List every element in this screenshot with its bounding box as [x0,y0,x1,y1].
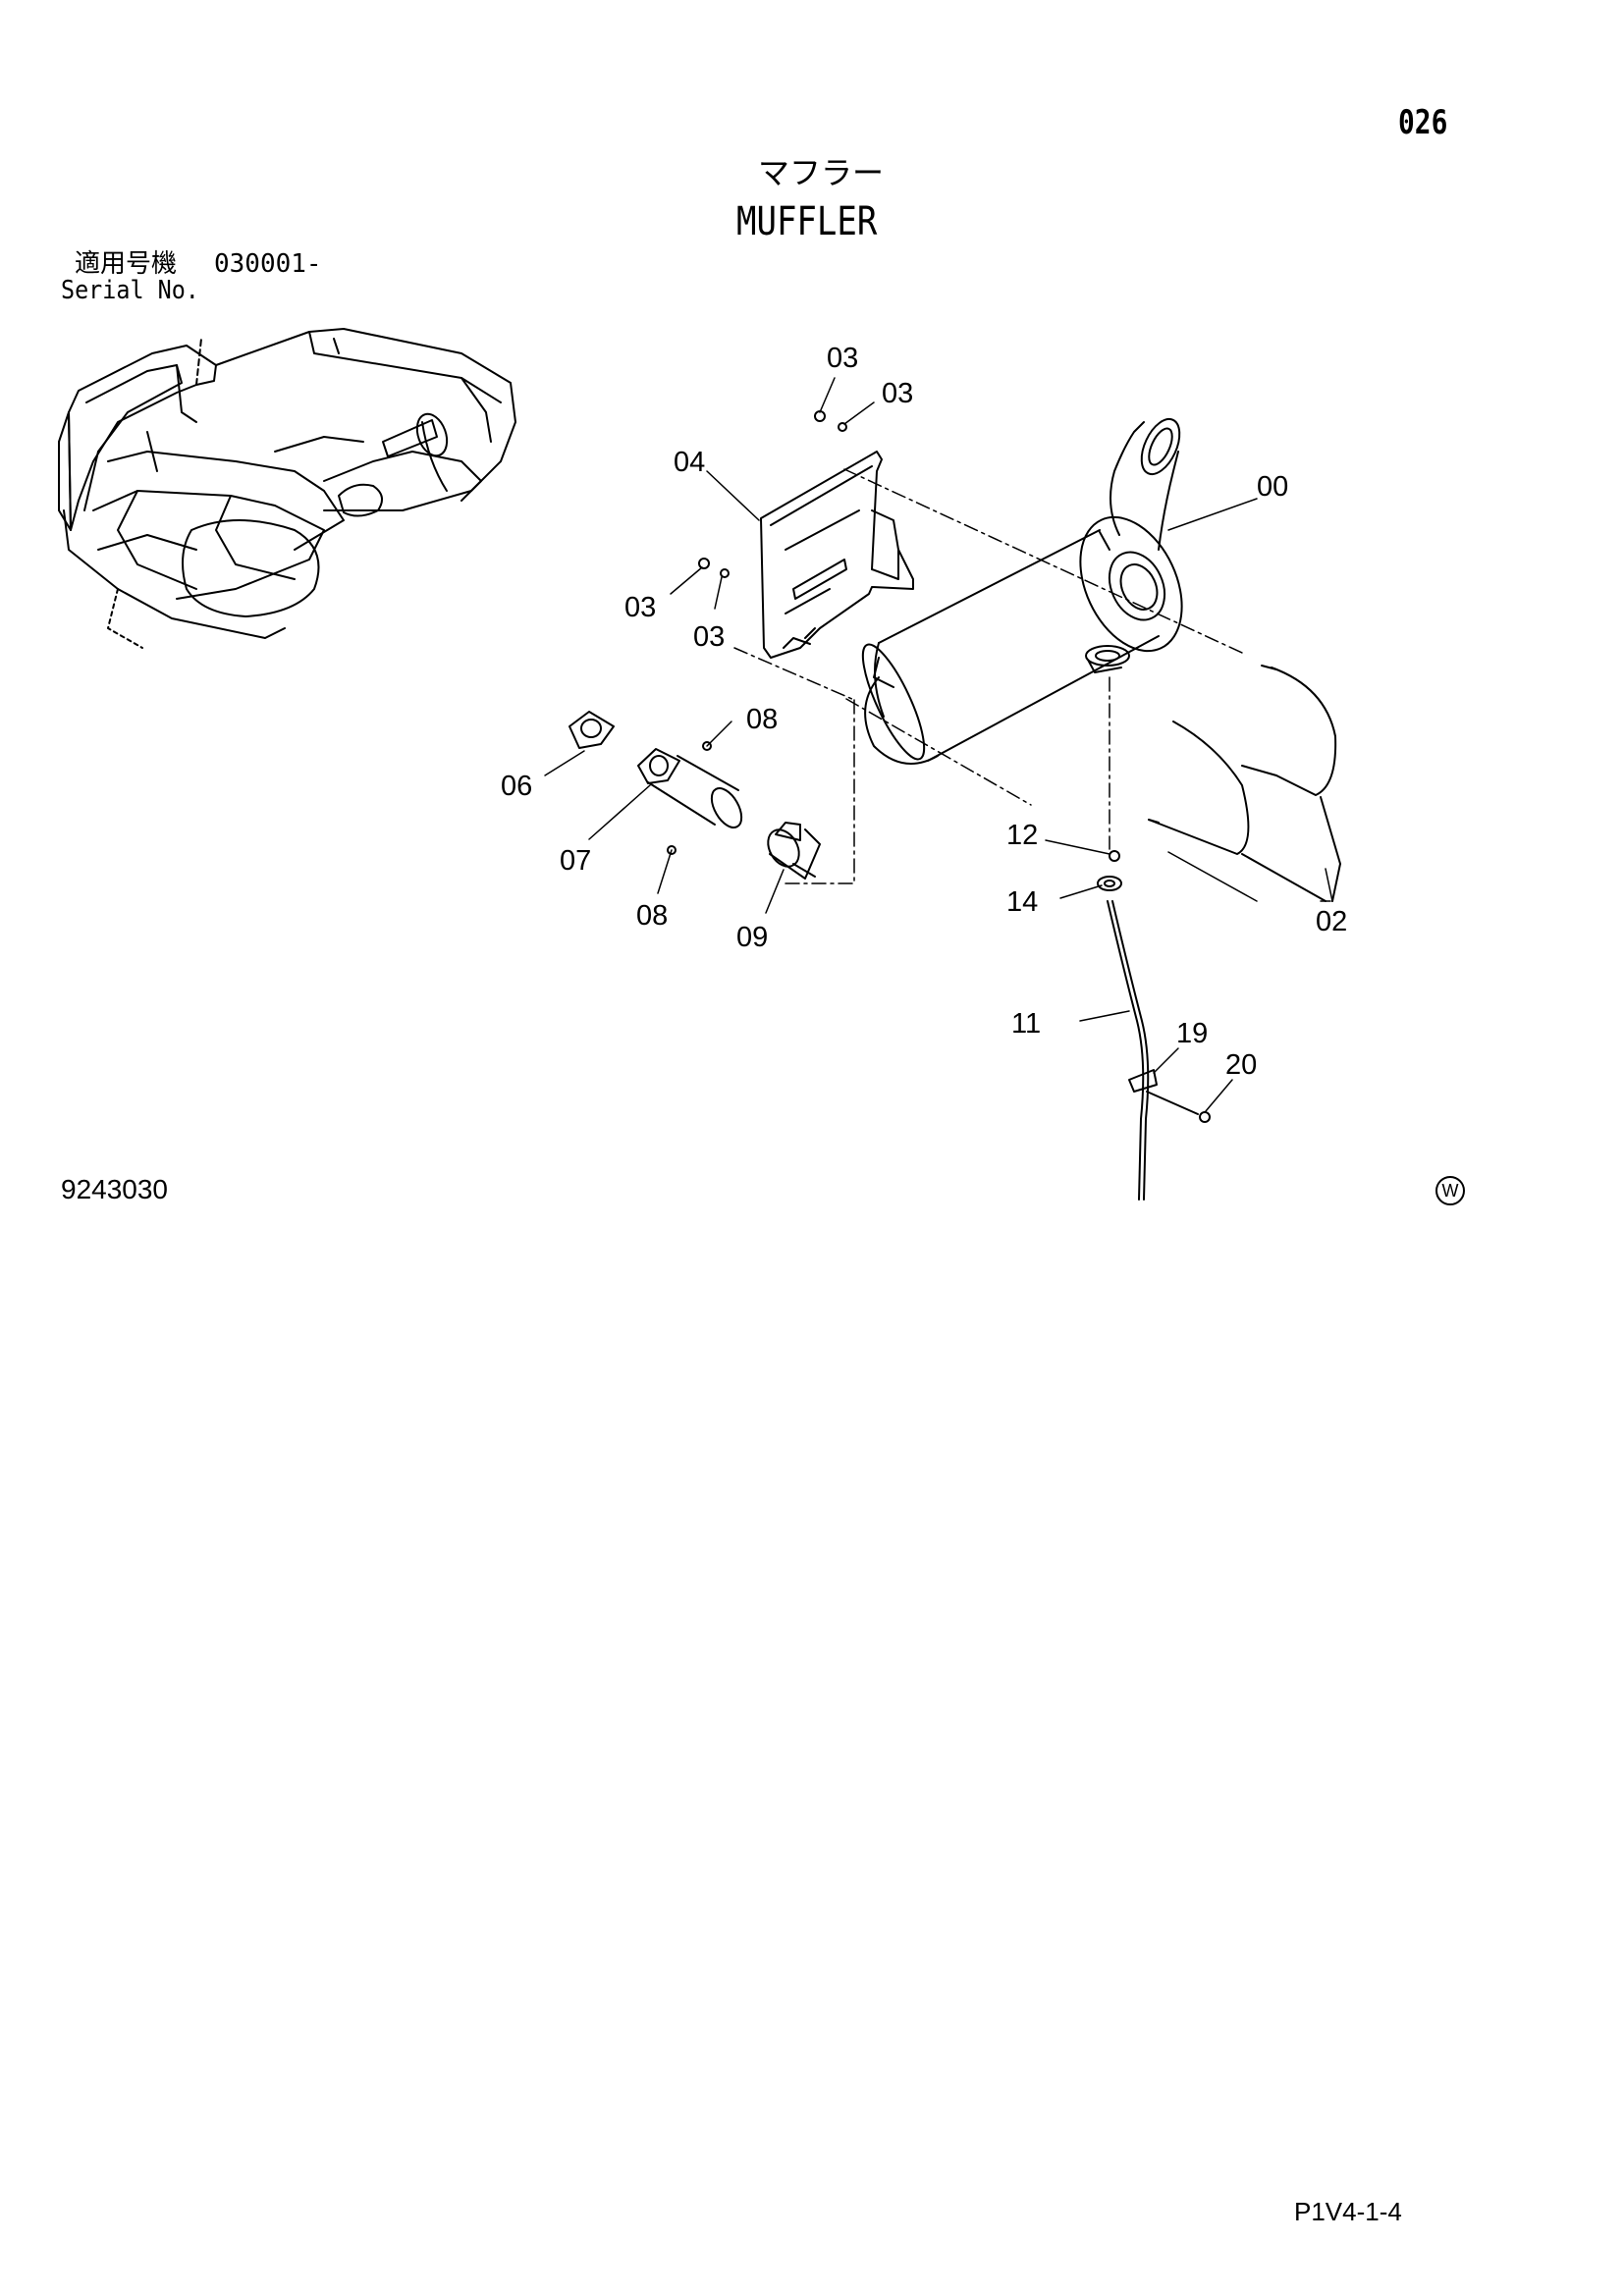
part-11-hose [1107,900,1211,1201]
callout-03-left: 03 [624,592,656,623]
callout-leaders [544,377,1333,1112]
figure-number: 9243030 [61,1174,169,1204]
callout-02: 02 [1316,906,1347,937]
callout-19: 19 [1176,1018,1208,1049]
maker-mark-icon: W [1435,1176,1465,1205]
callout-14: 14 [1006,886,1038,918]
callout-06: 06 [501,771,532,802]
callout-12: 12 [1006,820,1038,851]
part-02-straps [864,665,1341,902]
title-english: MUFFLER [736,199,878,244]
callout-00: 00 [1257,471,1288,503]
callout-11: 11 [1011,1008,1041,1040]
page-number: 026 [1398,103,1448,142]
serial-value: 030001- [214,249,322,279]
serial-label-japanese: 適用号機 [75,249,178,279]
callout-03-lower: 03 [693,621,725,653]
callout-08-upper: 08 [746,704,778,735]
callout-03-top: 03 [827,343,858,374]
page-code: P1V4-1-4 [1294,2197,1402,2226]
serial-label-english: Serial No. [61,276,199,305]
callout-04: 04 [674,447,705,478]
part-04-heat-shield [760,451,914,659]
hardware-bolts [698,410,1122,891]
maker-mark-letter: W [1441,1180,1459,1201]
callout-20: 20 [1225,1049,1257,1081]
part-00-muffler [861,417,1183,762]
callout-08-lower: 08 [636,900,668,932]
callout-07: 07 [560,845,591,877]
title-japanese: マフラー [758,154,885,191]
callout-03-upper-right: 03 [882,378,913,409]
parts-06-07-09-pipe-assembly [568,711,821,880]
machine-locator-view [58,328,516,649]
center-lines [733,468,1243,884]
callout-09: 09 [736,922,768,953]
